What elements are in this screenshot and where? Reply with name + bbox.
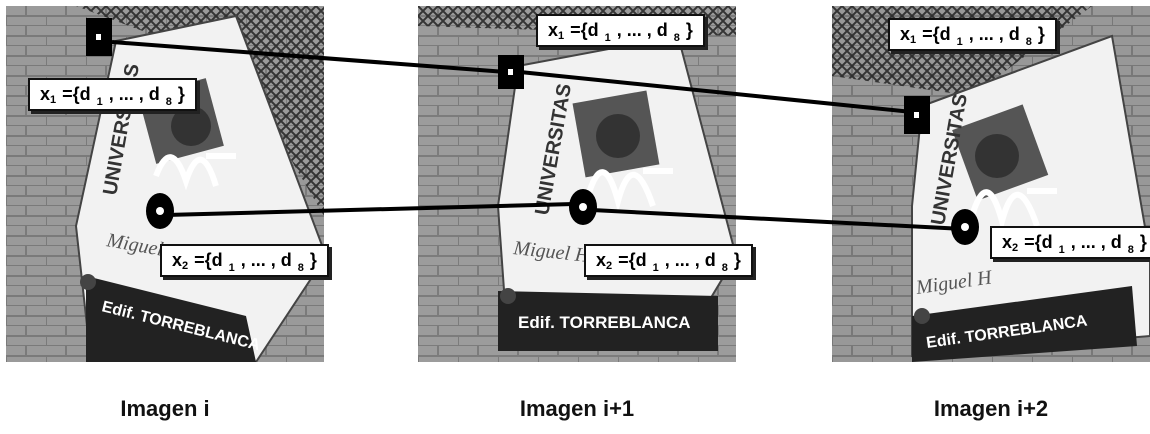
square-feature-marker-1 [86, 18, 112, 56]
photo-2: UNIVERSITAS Miguel H Edif. TORREBLANCA [418, 6, 736, 362]
caption-image-1: Imagen i [120, 396, 210, 421]
match-line-x2-b [591, 208, 965, 231]
image-panel-3: UNIVERSITAS Miguel H Edif. TORREBLANCA [832, 6, 1150, 362]
photo-3: UNIVERSITAS Miguel H Edif. TORREBLANCA [832, 6, 1150, 362]
square-feature-marker-2 [498, 55, 524, 89]
circle-feature-marker-2 [569, 189, 597, 225]
match-line-x2-a [165, 202, 575, 217]
image-panel-1: UNIVERSITAS Miguel H Edif. TORREBLANCA [6, 6, 324, 362]
circle-feature-marker-1 [146, 193, 174, 229]
image-panel-2: UNIVERSITAS Miguel H Edif. TORREBLANCA [418, 6, 736, 362]
caption-image-2: Imagen i+1 [519, 396, 635, 421]
caption-image-3: Imagen i+2 [933, 396, 1049, 421]
match-line-x1-a [111, 40, 507, 74]
square-feature-marker-3 [904, 96, 930, 134]
circle-feature-marker-3 [951, 209, 979, 245]
photo-1: UNIVERSITAS Miguel H Edif. TORREBLANCA [6, 6, 324, 362]
match-line-x1-b [519, 70, 913, 114]
sign-plate-text: Edif. TORREBLANCA [518, 313, 691, 332]
